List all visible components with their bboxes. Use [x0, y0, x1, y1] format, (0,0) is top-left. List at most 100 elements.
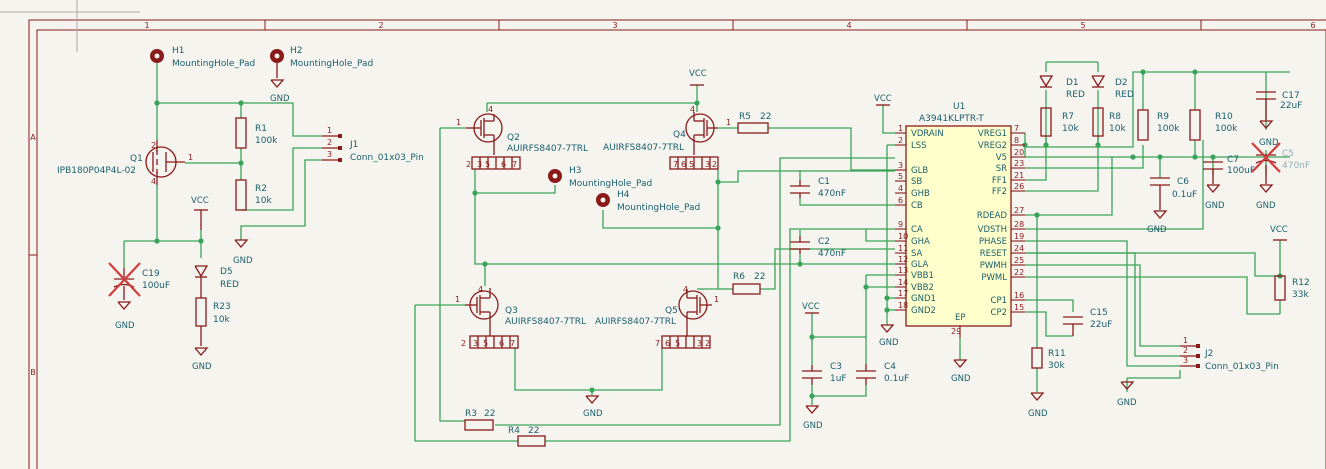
row-label-b: B: [30, 368, 36, 377]
c3-ref: C3: [830, 362, 842, 372]
capacitor-c2[interactable]: C2 470nF: [790, 236, 846, 259]
mounting-hole-h2[interactable]: H2 MountingHole_Pad GND: [270, 46, 373, 104]
r8-ref: R8: [1109, 112, 1121, 122]
j1-value: Conn_01x03_Pin: [350, 153, 424, 163]
resistor-r4[interactable]: R4 22: [508, 426, 546, 447]
capacitor-c17[interactable]: C17 22uF GND: [1256, 91, 1302, 148]
c1-value: 470nF: [818, 189, 846, 199]
c1-ref: C1: [818, 177, 830, 187]
u1-pin-label-vreg1: VREG1: [978, 129, 1007, 139]
j2-pin-2: 2: [1183, 346, 1188, 355]
capacitor-c6[interactable]: C6 0.1uF GND: [1147, 177, 1197, 235]
r23-value: 10k: [213, 315, 230, 325]
q2-pin-4: 4: [488, 105, 493, 114]
led-d1[interactable]: D1 RED: [1039, 75, 1085, 100]
mounting-hole-h3[interactable]: H3 MountingHole_Pad: [548, 166, 652, 189]
u1-pin-num-9: 9: [898, 220, 903, 229]
wires: [123, 61, 1290, 442]
gnd-label-q3q5: GND: [583, 409, 603, 419]
resistor-r3[interactable]: R3 22: [464, 409, 495, 431]
junction-dots: [154, 69, 1283, 399]
r11-ref: R11: [1048, 349, 1066, 359]
resistor-r23[interactable]: R23 10k GND: [192, 297, 231, 372]
capacitor-c3[interactable]: C3 1uF: [802, 362, 847, 385]
mounting-hole-h4[interactable]: H4 MountingHole_Pad: [596, 190, 700, 213]
c2-ref: C2: [818, 237, 830, 247]
connector-j1[interactable]: 1 2 3 J1 Conn_01x03_Pin: [322, 126, 424, 163]
gnd-label-r23: GND: [192, 362, 212, 372]
vcc-label-c3: VCC: [802, 302, 820, 312]
resistor-r10[interactable]: R10 100k: [1189, 109, 1238, 141]
r9-value: 100k: [1157, 124, 1180, 134]
u1-pin-num-10: 10: [898, 232, 908, 241]
q2-pin-5: 5: [485, 160, 490, 169]
r2-ref: R2: [255, 184, 267, 194]
r12-ref: R12: [1292, 278, 1310, 288]
u1-pin-label-lss: LSS: [911, 141, 927, 151]
u1-pin-label-reset: RESET: [980, 249, 1008, 259]
resistor-r5[interactable]: R5 22: [737, 112, 771, 134]
gnd-symbol-q3q5: GND: [583, 395, 603, 419]
r9-ref: R9: [1157, 112, 1169, 122]
u1-ref: U1: [953, 102, 965, 112]
capacitor-c5[interactable]: C15 22uF: [1063, 308, 1112, 336]
u1-pin-num-1: 1: [898, 124, 903, 133]
u1-pin-label-ff2: FF2: [992, 187, 1007, 197]
r8-value: 10k: [1109, 124, 1126, 134]
resistor-r6[interactable]: R6 22: [732, 272, 765, 295]
j1-pin-1: 1: [327, 126, 332, 135]
connector-j2[interactable]: 1 2 3 J2 Conn_01x03_Pin: [1180, 336, 1279, 372]
ic-u1[interactable]: U1 A3941KLPTR-T 1VDRAIN2LSS3GLB5SB4GHB6C…: [895, 102, 1025, 338]
led-d5[interactable]: D5 RED: [194, 265, 239, 298]
r12-value: 33k: [1292, 290, 1309, 300]
u1-pin-num-22: 22: [1014, 268, 1024, 277]
resistor-r1[interactable]: R1 100k: [235, 117, 278, 149]
q1-value: IPB180P04P4L-02: [57, 166, 136, 176]
transistor-q3[interactable]: 1 4 2 3 5 6 7 Q3 AUIRFS8407-7TRL: [455, 285, 586, 349]
u1-pin-label-cp1: CP1: [991, 296, 1007, 306]
vcc-label-d5: VCC: [191, 196, 209, 206]
gnd-label-j1: GND: [233, 256, 253, 266]
resistor-r11[interactable]: R11 30k GND: [1028, 347, 1066, 419]
led-d2[interactable]: D2 RED: [1091, 75, 1134, 100]
q5-pin-3: 3: [697, 339, 702, 348]
h1-value: MountingHole_Pad: [172, 59, 255, 69]
capacitor-c1[interactable]: C1 470nF: [790, 177, 846, 199]
u1-pin-label-phase: PHASE: [979, 237, 1007, 247]
q1-ref: Q1: [130, 154, 143, 164]
resistor-r2[interactable]: R2 10k: [235, 179, 272, 211]
transistor-q2[interactable]: 1 4 2 3 5 6 7 Q2 AUIRFS8407-7TRL: [456, 105, 588, 170]
capacitor-c15[interactable]: C7 100uF GND: [1203, 155, 1255, 211]
resistor-r7[interactable]: R7 10k: [1040, 107, 1079, 137]
u1-pin-num-27: 27: [1014, 206, 1024, 215]
u1-pin-label-gnd1: GND1: [911, 294, 936, 304]
j2-value: Conn_01x03_Pin: [1205, 362, 1279, 372]
q2-pin-6: 6: [501, 160, 506, 169]
resistor-r12[interactable]: R12 33k: [1274, 275, 1310, 301]
vcc-symbol-d5: VCC: [191, 196, 209, 230]
u1-pin-label-pwml: PWML: [981, 273, 1007, 283]
capacitor-c19[interactable]: C19 100uF GND: [108, 262, 170, 331]
j1-ref: J1: [349, 140, 358, 150]
transistor-q1[interactable]: 2 1 4 Q1 IPB180P04P4L-02: [57, 140, 193, 186]
u1-pin-num-16: 16: [1014, 291, 1024, 300]
mounting-hole-h1[interactable]: H1 MountingHole_Pad: [150, 46, 255, 69]
transistor-q4[interactable]: 1 4 7 6 5 3 2 Q4 AUIRFS8407-7TRL: [603, 105, 731, 170]
capacitor-c7[interactable]: C5 470nF GND: [1251, 142, 1310, 211]
u1-pin-num-4: 4: [898, 184, 903, 193]
resistor-r8[interactable]: R8 10k: [1092, 107, 1126, 137]
gnd-label-c6: GND: [1147, 225, 1167, 235]
q4-ref: Q4: [673, 130, 686, 140]
transistor-q5[interactable]: 1 4 7 6 5 3 2 Q5 AUIRFS8407-7TRL: [595, 285, 719, 349]
c5-ref: C15: [1090, 308, 1108, 318]
capacitor-c4[interactable]: C4 0.1uF: [856, 362, 909, 385]
j2-pin-1: 1: [1183, 336, 1188, 345]
u1-pin-label-ca: CA: [911, 225, 923, 235]
resistor-r9[interactable]: R9 100k: [1137, 109, 1180, 141]
r1-value: 100k: [255, 136, 278, 146]
u1-pin-num-11: 11: [898, 244, 908, 253]
c6-value: 0.1uF: [1172, 190, 1197, 200]
gnd-symbol-j2: GND: [1117, 381, 1137, 408]
r5-ref: R5: [739, 112, 751, 122]
u1-pin-num-7: 7: [1014, 124, 1019, 133]
